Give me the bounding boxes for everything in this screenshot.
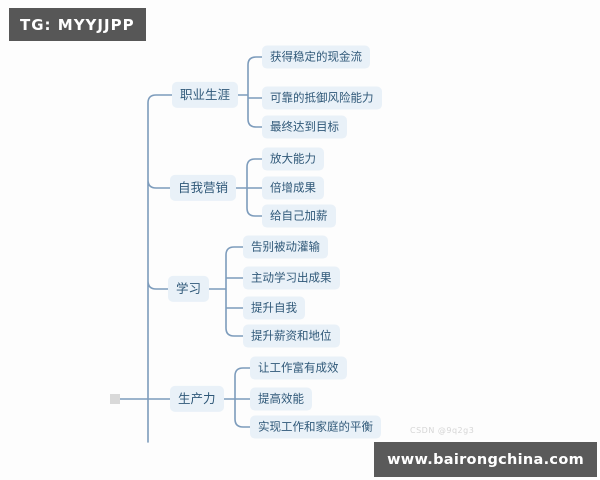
mindmap-child-node: 实现工作和家庭的平衡: [250, 415, 381, 439]
tg-watermark-badge: TG: MYYJJPP: [9, 8, 146, 41]
mindmap-child-node: 提升自我: [243, 296, 305, 320]
mindmap-child-node: 告别被动灌输: [243, 235, 328, 259]
mindmap-child-node: 获得稳定的现金流: [262, 45, 370, 69]
mindmap-child-node: 给自己加薪: [262, 204, 336, 228]
mindmap-branch-node: 自我营销: [170, 174, 237, 202]
csdn-watermark: CSDN @9q2g3: [410, 426, 475, 435]
mindmap-child-node: 让工作富有成效: [250, 356, 347, 380]
root-node-stub: [110, 394, 120, 404]
site-watermark-badge: www.bairongchina.com: [374, 442, 597, 477]
site-watermark-text: www.bairongchina.com: [387, 451, 584, 468]
mindmap-child-node: 放大能力: [262, 147, 324, 171]
mindmap-child-node: 可靠的抵御风险能力: [262, 86, 382, 110]
mindmap-child-node: 提高效能: [250, 387, 312, 411]
mindmap-branch-node: 学习: [168, 275, 210, 303]
mindmap-child-node: 提升薪资和地位: [243, 324, 340, 348]
mindmap-child-node: 主动学习出成果: [243, 266, 340, 290]
mindmap-child-node: 最终达到目标: [262, 115, 347, 139]
tg-watermark-text: TG: MYYJJPP: [20, 15, 135, 34]
mindmap-branch-node: 生产力: [170, 385, 224, 413]
mindmap-branch-node: 职业生涯: [172, 81, 239, 109]
mindmap-child-node: 倍增成果: [262, 176, 324, 200]
